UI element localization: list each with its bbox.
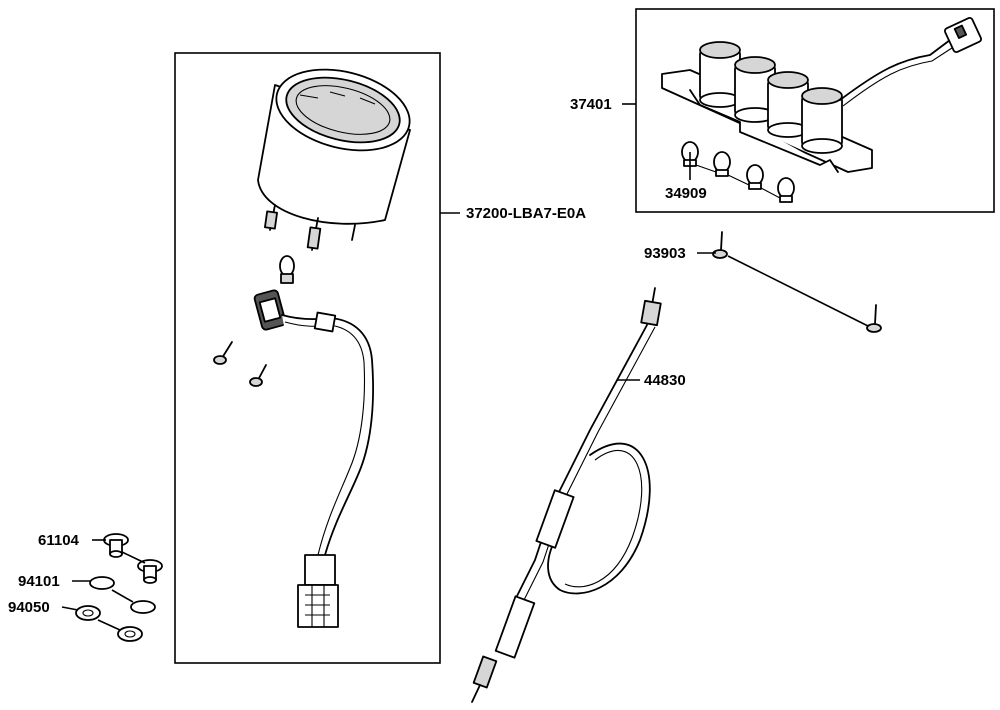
- screws-93903: [712, 231, 882, 333]
- meter-screws: [213, 341, 267, 387]
- indicator-bulbs: [681, 141, 795, 203]
- nuts-94050: [75, 605, 143, 642]
- meter-bulb: [279, 255, 295, 284]
- label-94050: 94050: [8, 599, 50, 616]
- label-37401: 37401: [570, 96, 612, 113]
- label-94101: 94101: [18, 573, 60, 590]
- meter-wiring-harness: [253, 289, 374, 628]
- label-44830: 44830: [644, 372, 686, 389]
- meter-assembly-box: [174, 52, 441, 664]
- indicator-assembly-box: [635, 8, 995, 213]
- speedometer-cable: [471, 287, 662, 703]
- label-93903: 93903: [644, 245, 686, 262]
- label-34909: 34909: [665, 185, 707, 202]
- washers-94101: [89, 576, 156, 614]
- label-37200-lba7-e0a: 37200-LBA7-E0A: [466, 205, 586, 222]
- speedometer: [257, 68, 411, 251]
- label-61104: 61104: [38, 532, 80, 549]
- leader-94050: [61, 606, 79, 611]
- indicator-light-unit: [661, 16, 983, 173]
- collars-61104: [103, 533, 163, 584]
